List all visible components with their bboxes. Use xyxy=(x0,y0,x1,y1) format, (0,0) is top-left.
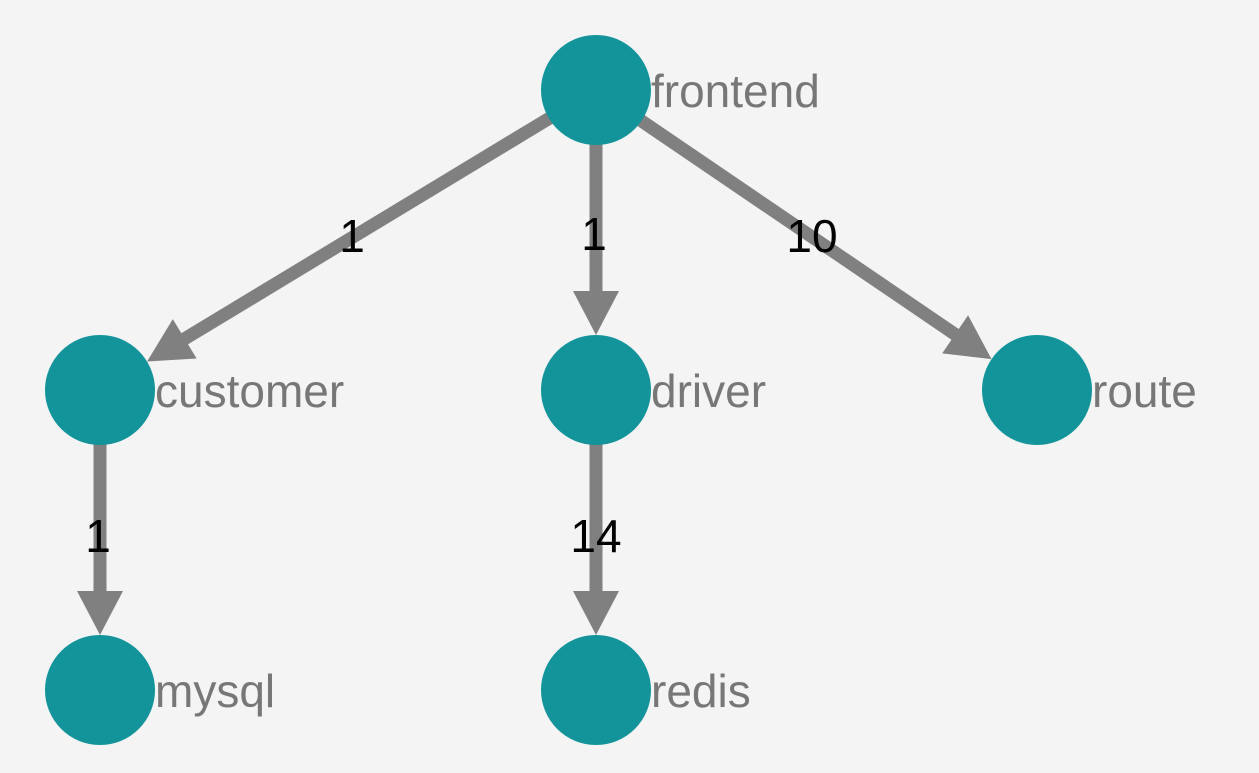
edge-line xyxy=(177,110,556,347)
edge-label: 1 xyxy=(339,210,365,262)
arrowhead-icon xyxy=(942,315,992,360)
node-frontend[interactable]: frontend xyxy=(541,35,820,145)
node-circle-icon[interactable] xyxy=(541,635,651,745)
arrowhead-icon xyxy=(147,319,197,362)
node-driver[interactable]: driver xyxy=(541,335,766,445)
nodes-layer: frontend customer driver route mysql redis xyxy=(45,35,1197,745)
node-label: frontend xyxy=(651,65,820,117)
edge-frontend-to-driver: 1 xyxy=(573,141,619,335)
edge-line xyxy=(634,113,963,342)
edge-frontend-to-route: 10 xyxy=(634,113,992,360)
edges-layer: 1 1 10 1 14 xyxy=(77,110,992,635)
arrowhead-icon xyxy=(573,591,619,635)
node-circle-icon[interactable] xyxy=(541,35,651,145)
edge-label: 14 xyxy=(570,510,621,562)
node-circle-icon[interactable] xyxy=(541,335,651,445)
edge-driver-to-redis: 14 xyxy=(570,441,622,635)
node-circle-icon[interactable] xyxy=(45,635,155,745)
edge-customer-to-mysql: 1 xyxy=(77,441,123,635)
arrowhead-icon xyxy=(77,591,123,635)
node-circle-icon[interactable] xyxy=(982,335,1092,445)
node-label: customer xyxy=(155,365,344,417)
edge-label: 1 xyxy=(85,510,111,562)
edge-frontend-to-customer: 1 xyxy=(147,110,556,362)
node-customer[interactable]: customer xyxy=(45,335,344,445)
node-circle-icon[interactable] xyxy=(45,335,155,445)
node-mysql[interactable]: mysql xyxy=(45,635,275,745)
node-redis[interactable]: redis xyxy=(541,635,751,745)
edge-label: 1 xyxy=(581,208,607,260)
node-label: redis xyxy=(651,665,751,717)
arrowhead-icon xyxy=(573,291,619,335)
node-route[interactable]: route xyxy=(982,335,1197,445)
edge-label: 10 xyxy=(786,210,837,262)
node-label: driver xyxy=(651,365,766,417)
node-label: mysql xyxy=(155,665,275,717)
node-label: route xyxy=(1092,365,1197,417)
